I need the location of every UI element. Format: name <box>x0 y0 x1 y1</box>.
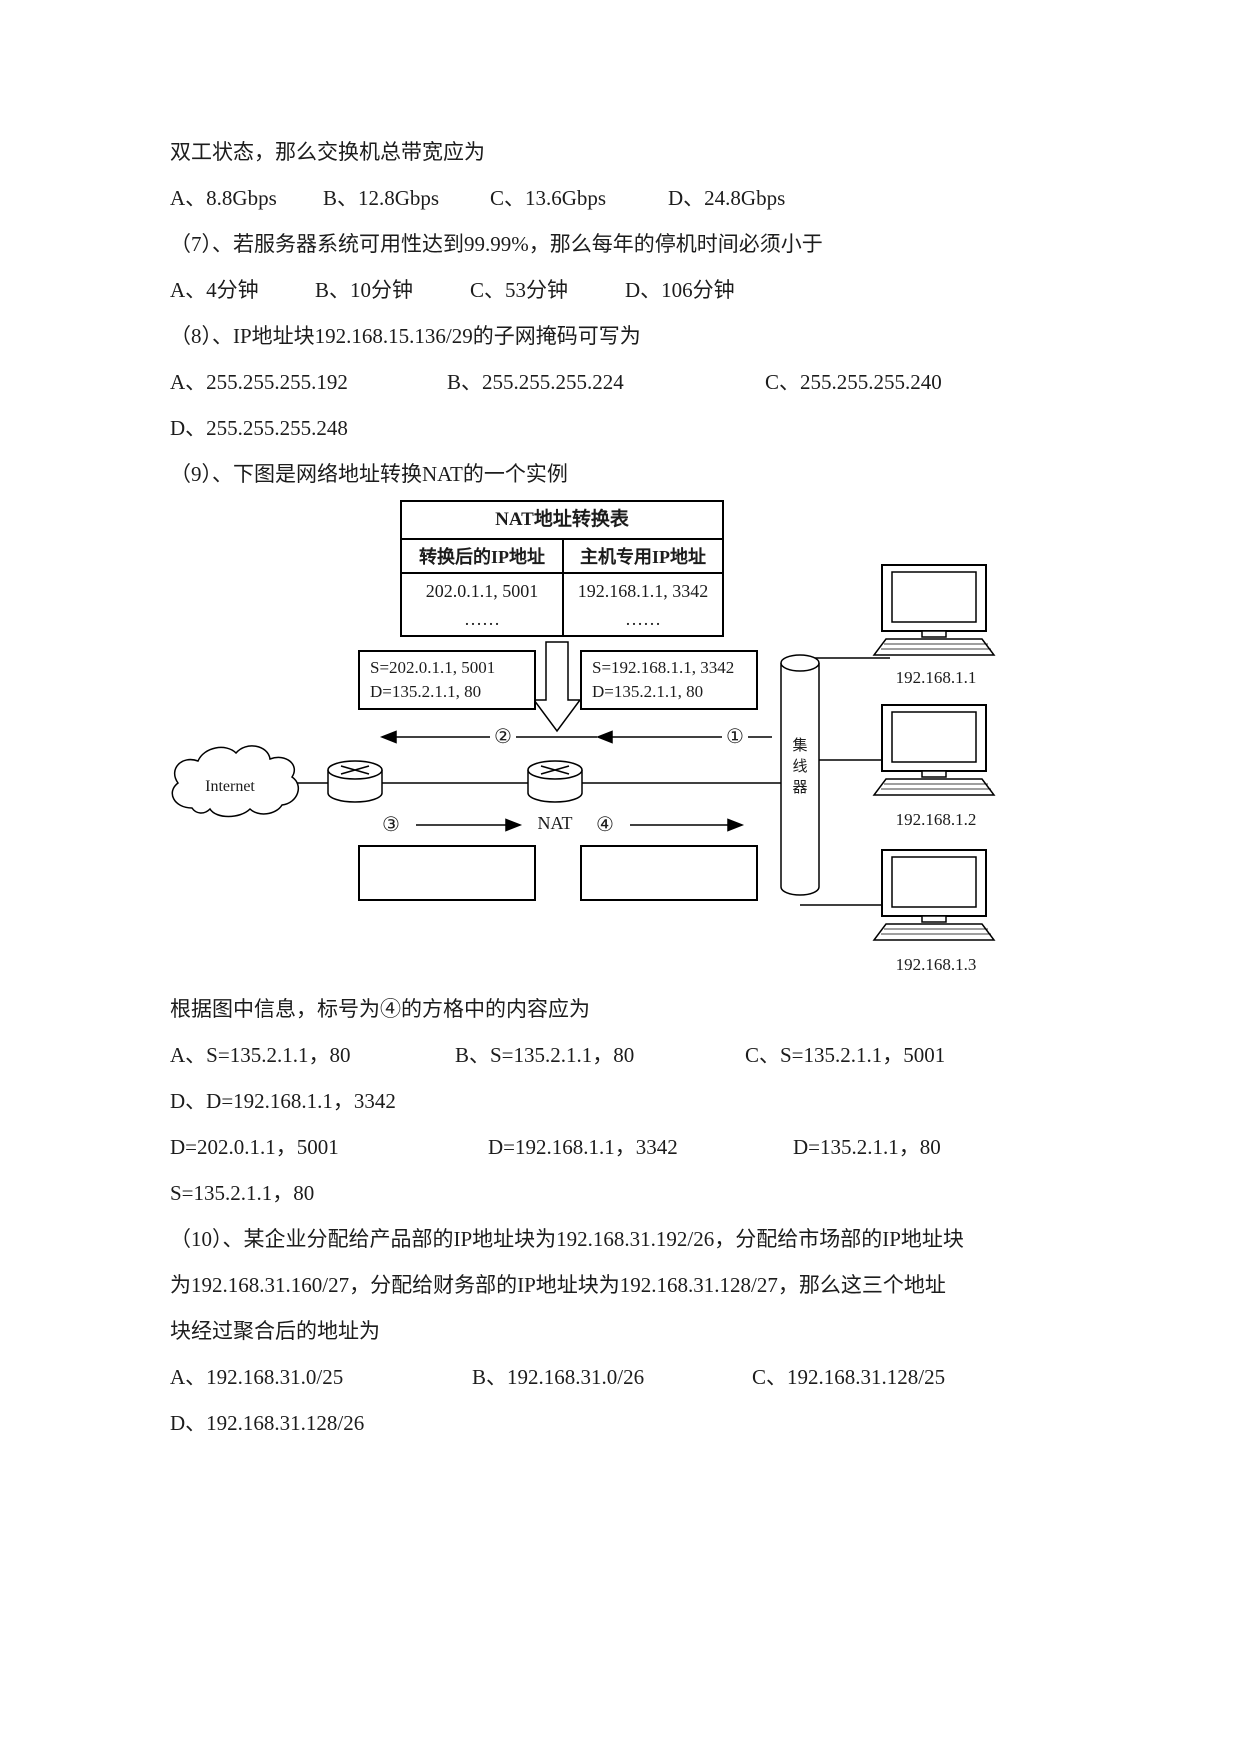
q6-option-d: D、24.8Gbps <box>668 186 786 210</box>
text-run: （10）、某企业分配给产品部的IP地址块为192.168.31.192/26，分… <box>170 1227 964 1251</box>
q10-option-d: D、192.168.31.128/26 <box>170 1411 365 1435</box>
nat-router-icon <box>527 760 583 803</box>
q9-option-b: B、S=135.2.1.1，80 <box>455 1043 635 1067</box>
internet-cloud-icon <box>171 745 300 818</box>
packet-source: S=192.168.1.1, 3342 <box>592 658 735 677</box>
question-text-top: 双工状态，那么交换机总带宽应为 A、8.8Gbps B、12.8Gbps C、1… <box>170 128 1090 496</box>
flow-arrow-4 <box>630 818 745 832</box>
packet-box-translated: S=202.0.1.1, 5001 D=135.2.1.1, 80 <box>358 650 536 710</box>
nat-table-header-row: 转换后的IP地址 主机专用IP地址 <box>402 540 722 574</box>
q10-stem-line3: 块经过聚合后的地址为 <box>170 1307 1090 1353</box>
q7-stem: （7）、若服务器系统可用性达到99.99%，那么每年的停机时间必须小于 <box>170 220 1090 266</box>
answer-box-4 <box>580 845 758 901</box>
q9-option-c: C、S=135.2.1.1，5001 <box>745 1043 946 1067</box>
q6-options-row: A、8.8Gbps B、12.8Gbps C、13.6Gbps D、24.8Gb… <box>170 174 1090 220</box>
nat-table-cell: 192.168.1.1, 3342 <box>562 574 722 608</box>
internet-label: Internet <box>205 778 255 795</box>
text-run: （9）、下图是网络地址转换NAT的一个实例 <box>170 462 568 486</box>
q7-option-d: D、106分钟 <box>625 278 735 302</box>
step-3-label: ③ <box>382 814 400 836</box>
nat-table-header-left: 转换后的IP地址 <box>402 540 562 574</box>
q10-stem-line2: 为192.168.31.160/27，分配给财务部的IP地址块为192.168.… <box>170 1261 1090 1307</box>
q9-option-a-line2: D=202.0.1.1，5001 <box>170 1135 339 1159</box>
q10-option-c: C、192.168.31.128/25 <box>752 1365 946 1389</box>
q9-option-d: D、D=192.168.1.1，3342 <box>170 1089 396 1113</box>
nat-table-cell: …… <box>464 609 500 629</box>
nat-table-cell: …… <box>562 608 722 635</box>
nat-label: NAT <box>537 813 573 833</box>
host-ip-label: 192.168.1.1 <box>895 668 977 687</box>
q10-option-d-row: D、192.168.31.128/26 <box>170 1399 1090 1445</box>
q9-option-b-line2: D=192.168.1.1，3342 <box>488 1135 678 1159</box>
q10-option-a: A、192.168.31.0/25 <box>170 1365 344 1389</box>
q8-option-d-row: D、255.255.255.248 <box>170 404 1090 450</box>
packet-box-private: S=192.168.1.1, 3342 D=135.2.1.1, 80 <box>580 650 758 710</box>
text-run: S=135.2.1.1，80 <box>170 1181 315 1205</box>
q7-option-c: C、53分钟 <box>470 278 569 302</box>
router-icon <box>327 760 383 803</box>
q8-options-row: A、255.255.255.192 B、255.255.255.224 C、25… <box>170 358 1090 404</box>
q8-option-d: D、255.255.255.248 <box>170 416 348 440</box>
host-computer-icon <box>872 704 996 796</box>
nat-table-cell: 202.0.1.1, 5001 <box>425 581 539 601</box>
text-run: 块经过聚合后的地址为 <box>170 1319 380 1343</box>
q6-stem-tail: 双工状态，那么交换机总带宽应为 <box>170 128 1090 174</box>
flow-arrow-3 <box>416 818 523 832</box>
nat-table-title: NAT地址转换表 <box>402 502 722 540</box>
q10-stem-line1: （10）、某企业分配给产品部的IP地址块为192.168.31.192/26，分… <box>170 1215 1090 1261</box>
packet-source: S=202.0.1.1, 5001 <box>370 658 496 677</box>
q7-option-b: B、10分钟 <box>315 278 414 302</box>
host-ip-label: 192.168.1.2 <box>895 810 977 829</box>
step-2-label: ② <box>490 724 516 749</box>
q10-options-row: A、192.168.31.0/25 B、192.168.31.0/26 C、19… <box>170 1353 1090 1399</box>
q9-option-a: A、S=135.2.1.1，80 <box>170 1043 351 1067</box>
nat-table-data-row: 202.0.1.1, 5001 192.168.1.1, 3342 <box>402 574 722 608</box>
q8-option-a: A、255.255.255.192 <box>170 370 348 394</box>
step-1-label: ① <box>722 724 748 749</box>
text-run: （7）、若服务器系统可用性达到99.99%，那么每年的停机时间必须小于 <box>170 232 823 256</box>
host-ip-label: 192.168.1.3 <box>895 955 977 974</box>
nat-table-dots-row: …… …… <box>402 608 722 635</box>
host-computer-icon <box>872 564 996 656</box>
host-computer-icon <box>872 849 996 941</box>
text-run: 双工状态，那么交换机总带宽应为 <box>170 140 485 164</box>
text-run: （8）、IP地址块192.168.15.136/29的子网掩码可写为 <box>170 324 641 348</box>
q9-option-c-line2: D=135.2.1.1，80 <box>793 1135 941 1159</box>
q6-option-b: B、12.8Gbps <box>323 186 440 210</box>
question-text-bottom: 根据图中信息，标号为④的方格中的内容应为 A、S=135.2.1.1，80 B、… <box>170 985 1090 1445</box>
q8-option-c: C、255.255.255.240 <box>765 370 942 394</box>
lan-bus-icon <box>780 654 820 896</box>
q9-options-row2: D=202.0.1.1，5001 D=192.168.1.1，3342 D=13… <box>170 1123 1090 1169</box>
text-run: 根据图中信息，标号为④的方格中的内容应为 <box>170 997 590 1021</box>
q8-option-b: B、255.255.255.224 <box>447 370 624 394</box>
packet-destination: D=135.2.1.1, 80 <box>592 682 704 701</box>
text-run: 为192.168.31.160/27，分配给财务部的IP地址块为192.168.… <box>170 1273 946 1297</box>
q9-option-d-row: D、D=192.168.1.1，3342 <box>170 1077 1090 1123</box>
q9-stem: （9）、下图是网络地址转换NAT的一个实例 <box>170 450 1090 496</box>
packet-destination: D=135.2.1.1, 80 <box>370 682 482 701</box>
q7-option-a: A、4分钟 <box>170 278 259 302</box>
q9-options-row1: A、S=135.2.1.1，80 B、S=135.2.1.1，80 C、S=13… <box>170 1031 1090 1077</box>
nat-translation-table: NAT地址转换表 转换后的IP地址 主机专用IP地址 202.0.1.1, 50… <box>400 500 724 637</box>
q7-options-row: A、4分钟 B、10分钟 C、53分钟 D、106分钟 <box>170 266 1090 312</box>
nat-table-header-right: 主机专用IP地址 <box>562 540 722 574</box>
nat-diagram: NAT地址转换表 转换后的IP地址 主机专用IP地址 202.0.1.1, 50… <box>0 490 1241 995</box>
answer-box-3 <box>358 845 536 901</box>
q6-option-c: C、13.6Gbps <box>490 186 607 210</box>
q9-option-d-line2: S=135.2.1.1，80 <box>170 1169 1090 1215</box>
q9-question: 根据图中信息，标号为④的方格中的内容应为 <box>170 985 1090 1031</box>
nat-diagram-graphics <box>171 564 996 941</box>
q6-option-a: A、8.8Gbps <box>170 186 277 210</box>
big-down-arrow-icon <box>532 641 582 733</box>
q8-stem: （8）、IP地址块192.168.15.136/29的子网掩码可写为 <box>170 312 1090 358</box>
bus-label: 集线器 <box>792 738 808 796</box>
q10-option-b: B、192.168.31.0/26 <box>472 1365 645 1389</box>
step-4-label: ④ <box>596 814 614 836</box>
